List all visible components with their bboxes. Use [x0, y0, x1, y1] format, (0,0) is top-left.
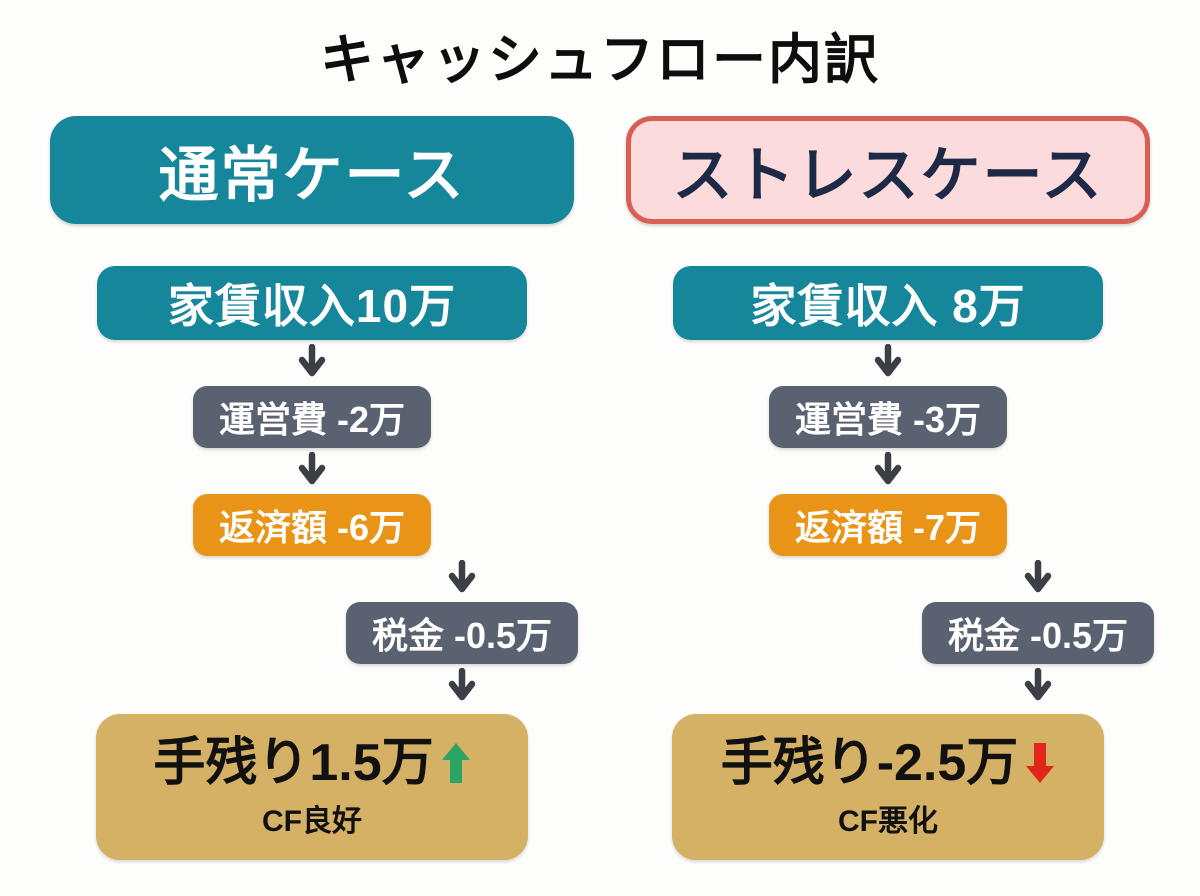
- tax-label: 税金 -0.5万: [371, 615, 553, 656]
- page-title: キャッシュフロー内訳: [320, 30, 880, 90]
- result-main-line: 手残り1.5万: [153, 734, 470, 792]
- repayment-label: 返済額 -7万: [794, 507, 981, 548]
- case-header-label: ストレスケース: [672, 141, 1104, 209]
- rent-income-label: 家賃収入 8万: [750, 280, 1026, 332]
- case-column-stress: ストレスケース 家賃収入 8万 運営費 -3万 返済額 -7万 税金 -0.5万: [626, 116, 1155, 860]
- operating-cost-label: 運営費 -3万: [794, 399, 981, 440]
- result-main-label: 手残り1.5万: [153, 734, 434, 792]
- tax-box: 税金 -0.5万: [345, 602, 579, 664]
- case-header-stress: ストレスケース: [626, 116, 1150, 224]
- case-column-normal: 通常ケース 家賃収入10万 運営費 -2万 返済額 -6万 税金 -0.5万: [50, 116, 579, 860]
- flow-arrow-down-icon: [298, 344, 326, 377]
- repayment-box: 返済額 -7万: [768, 494, 1007, 556]
- cf-up-arrow-icon: [441, 743, 470, 783]
- flow-arrow-down-icon: [448, 668, 476, 701]
- rent-income-label: 家賃収入10万: [167, 280, 457, 332]
- operating-cost-box: 運営費 -2万: [192, 386, 431, 448]
- operating-cost-label: 運営費 -2万: [218, 399, 405, 440]
- flow-arrow-down-icon: [448, 560, 476, 593]
- result-main-label: 手残り-2.5万: [720, 734, 1019, 792]
- cf-down-arrow-icon: [1026, 743, 1055, 783]
- case-header-normal: 通常ケース: [50, 116, 574, 224]
- cases-layout: 通常ケース 家賃収入10万 運営費 -2万 返済額 -6万 税金 -0.5万: [0, 116, 1200, 860]
- flow-arrow-down-icon: [1024, 668, 1052, 701]
- flow-arrow-down-icon: [1024, 560, 1052, 593]
- operating-cost-box: 運営費 -3万: [768, 386, 1007, 448]
- rent-income-box: 家賃収入10万: [97, 266, 527, 340]
- tax-label: 税金 -0.5万: [947, 615, 1129, 656]
- repayment-box: 返済額 -6万: [192, 494, 431, 556]
- flow-arrow-down-icon: [298, 452, 326, 485]
- repayment-label: 返済額 -6万: [218, 507, 405, 548]
- result-sub-label: CF良好: [262, 805, 362, 838]
- case-header-label: 通常ケース: [158, 141, 466, 209]
- result-box-normal: 手残り1.5万 CF良好: [96, 714, 528, 860]
- result-box-stress: 手残り-2.5万 CF悪化: [672, 714, 1104, 860]
- rent-income-box: 家賃収入 8万: [673, 266, 1103, 340]
- result-main-line: 手残り-2.5万: [721, 734, 1056, 792]
- flow-arrow-down-icon: [874, 452, 902, 485]
- flow-arrow-down-icon: [874, 344, 902, 377]
- result-sub-label: CF悪化: [838, 805, 938, 838]
- tax-box: 税金 -0.5万: [921, 602, 1155, 664]
